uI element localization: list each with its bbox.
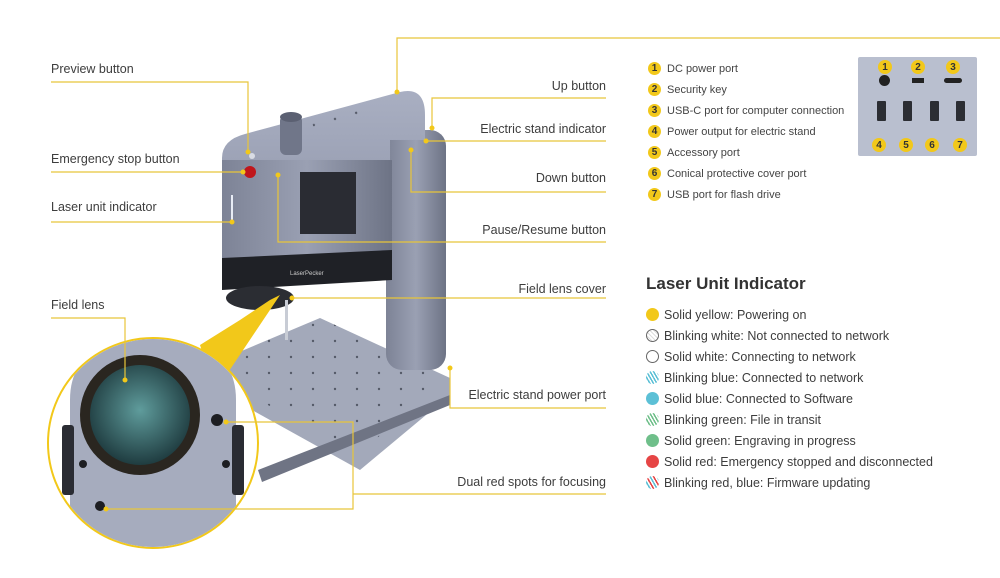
port-label: USB port for flash drive (667, 188, 781, 201)
port-item: 7 USB port for flash drive (648, 184, 844, 205)
port-number: 7 (953, 138, 967, 152)
port-number-badge: 5 (648, 146, 661, 159)
dc-port-icon (879, 75, 890, 86)
legend-label: Solid green: Engraving in progress (664, 433, 856, 448)
indicator-color-icon (646, 371, 659, 384)
port-number: 1 (878, 60, 892, 74)
port-label: Conical protective cover port (667, 167, 807, 180)
indicator-color-icon (646, 350, 659, 363)
indicator-color-icon (646, 455, 659, 468)
legend-item: Solid white: Connecting to network (646, 346, 933, 367)
port-number-badge: 4 (648, 125, 661, 138)
indicator-color-icon (646, 329, 659, 342)
callout-red-spots: Dual red spots for focusing (457, 475, 606, 489)
port-number-badge: 6 (648, 167, 661, 180)
callout-lines (51, 37, 1000, 510)
port-label: Accessory port (667, 146, 740, 159)
legend-item: Blinking red, blue: Firmware updating (646, 472, 933, 493)
legend-item: Blinking white: Not connected to network (646, 325, 933, 346)
legend-label: Blinking red, blue: Firmware updating (664, 475, 871, 490)
legend-item: Solid blue: Connected to Software (646, 388, 933, 409)
port-number: 6 (925, 138, 939, 152)
port-number-badge: 1 (648, 62, 661, 75)
usb-port-icon (877, 101, 886, 121)
port-number: 2 (911, 60, 925, 74)
legend-item: Solid red: Emergency stopped and disconn… (646, 451, 933, 472)
legend-label: Solid red: Emergency stopped and disconn… (664, 454, 933, 469)
indicator-color-icon (646, 434, 659, 447)
legend-label: Blinking white: Not connected to network (664, 328, 890, 343)
legend-label: Solid white: Connecting to network (664, 349, 856, 364)
port-item: 3 USB-C port for computer connection (648, 100, 844, 121)
port-number: 5 (899, 138, 913, 152)
port-item: 4 Power output for electric stand (648, 121, 844, 142)
indicator-color-icon (646, 476, 659, 489)
stand-column (386, 130, 446, 370)
preview-button (249, 153, 255, 159)
callout-field-lens: Field lens (51, 298, 105, 312)
callout-emergency-stop: Emergency stop button (51, 152, 180, 166)
laser-indicator-legend: Laser Unit Indicator Solid yellow: Power… (646, 274, 933, 493)
callout-lens-cover: Field lens cover (518, 282, 606, 296)
usb-port-icon (930, 101, 939, 121)
port-label: Security key (667, 83, 727, 96)
legend-title: Laser Unit Indicator (646, 274, 806, 293)
legend-label: Blinking blue: Connected to network (664, 370, 864, 385)
port-number-badge: 3 (648, 104, 661, 117)
port-list: 1 DC power port 2 Security key 3 USB-C port f… (648, 58, 844, 205)
emergency-stop-button (244, 166, 256, 178)
legend-item: Solid yellow: Powering on (646, 304, 933, 325)
indicator-color-icon (646, 308, 659, 321)
port-number: 3 (946, 60, 960, 74)
callout-up-button: Up button (551, 79, 606, 93)
usb-port-icon (956, 101, 965, 121)
port-item: 6 Conical protective cover port (648, 163, 844, 184)
port-item: 5 Accessory port (648, 142, 844, 163)
brand-logo: LaserPecker (290, 271, 324, 277)
callout-preview-button: Preview button (51, 62, 134, 76)
port-label: Power output for electric stand (667, 125, 816, 138)
port-number: 4 (872, 138, 886, 152)
callout-down-button: Down button (535, 171, 606, 185)
legend-item: Blinking blue: Connected to network (646, 367, 933, 388)
port-item: 2 Security key (648, 79, 844, 100)
callout-stand-indicator: Electric stand indicator (480, 122, 606, 136)
port-number-badge: 2 (648, 83, 661, 96)
indicator-color-icon (646, 413, 659, 426)
legend-item: Blinking green: File in transit (646, 409, 933, 430)
usb-c-icon (944, 78, 962, 83)
port-item: 1 DC power port (648, 58, 844, 79)
port-label: USB-C port for computer connection (667, 104, 845, 117)
callout-stand-power-port: Electric stand power port (468, 388, 606, 402)
laser-unit-indicator (231, 195, 233, 220)
port-panel-image: 1 2 3 4 5 6 7 (858, 57, 977, 156)
legend-label: Solid blue: Connected to Software (664, 391, 854, 406)
legend-label: Blinking green: File in transit (664, 412, 822, 427)
usb-port-icon (903, 101, 912, 121)
callout-pause-button: Pause/Resume button (482, 223, 606, 237)
legend-item: Solid green: Engraving in progress (646, 430, 933, 451)
legend-label: Solid yellow: Powering on (664, 307, 807, 322)
port-number-badge: 7 (648, 188, 661, 201)
callout-laser-indicator: Laser unit indicator (51, 200, 157, 214)
indicator-color-icon (646, 392, 659, 405)
port-label: DC power port (667, 62, 738, 75)
security-key-icon (912, 78, 924, 83)
